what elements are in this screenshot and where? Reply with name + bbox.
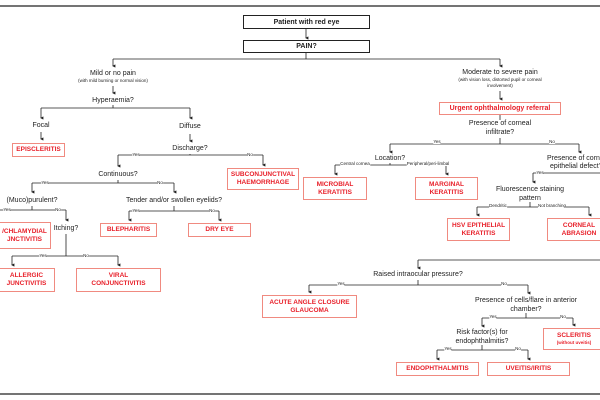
mucopurulent-question: (Muco)purulent? bbox=[6, 197, 58, 204]
infiltrate-question-2: infiltrate? bbox=[485, 129, 515, 136]
mild-pain-node: Mild or no pain bbox=[90, 70, 136, 77]
pain-question-node: PAIN? bbox=[243, 40, 370, 53]
edge-label-yes: Yes bbox=[132, 208, 140, 213]
allergic-line2: JUNCTIVITIS bbox=[6, 280, 47, 287]
edge-label-yes: Yes bbox=[39, 253, 47, 258]
discharge-question: Discharge? bbox=[172, 145, 208, 152]
diagnosis-endophthalmitis: ENDOPHTHALMITIS bbox=[396, 362, 479, 376]
edge-label-yes: Yes bbox=[337, 281, 345, 286]
risk-factors-question-1: Risk factor(s) for bbox=[456, 329, 508, 336]
edge-label-no: No bbox=[247, 152, 253, 157]
microbial-line1: MICROBIAL bbox=[316, 180, 354, 188]
marginal-line2: KERATITIS bbox=[429, 188, 464, 196]
diagnosis-episcleritis: EPISCLERITIS bbox=[12, 143, 65, 157]
risk-factors-question-2: endophthalmitis? bbox=[455, 338, 509, 345]
fluorescence-question-2: pattern bbox=[519, 195, 541, 202]
fluorescence-question-1: Fluorescence staining bbox=[495, 186, 565, 193]
viral-line1: VIRAL bbox=[108, 272, 129, 279]
marginal-line1: MARGINAL bbox=[428, 180, 465, 188]
viral-line2: CONJUNCTIVITIS bbox=[91, 280, 146, 287]
continuous-question: Continuous? bbox=[98, 171, 138, 178]
severe-pain-subtitle-1: (with vision loss, distorted pupil or co… bbox=[458, 77, 542, 82]
urgent-referral-text: Urgent ophthalmology referral bbox=[449, 104, 551, 112]
epithelial-defect-question-1: Presence of corne bbox=[547, 155, 600, 162]
microbial-line2: KERATITIS bbox=[318, 188, 352, 196]
edge-label-no: No bbox=[549, 139, 555, 144]
iop-question: Raised intraocular pressure? bbox=[373, 271, 463, 278]
cells-flare-question-2: chamber? bbox=[510, 306, 542, 313]
hyperaemia-question: Hyperaemia? bbox=[92, 97, 134, 104]
subconj-line2: HAEMORRHAGE bbox=[236, 179, 290, 186]
cells-flare-question-1: Presence of cells/flare in anterior bbox=[475, 297, 577, 304]
edge-label-no: No bbox=[515, 346, 521, 351]
edge-label-yes: Yes bbox=[41, 180, 49, 185]
infiltrate-question-1: Presence of corneal bbox=[468, 120, 532, 127]
epithelial-defect-question-2: epithelial defect? bbox=[550, 163, 600, 170]
edge-label-no: No bbox=[55, 207, 61, 212]
urgent-referral-node: Urgent ophthalmology referral bbox=[439, 102, 561, 115]
edge-label-no: No bbox=[560, 314, 566, 319]
glaucoma-line1: ACUTE ANGLE CLOSURE bbox=[269, 298, 350, 306]
edge-label-yes: Yes bbox=[132, 152, 140, 157]
dry-eye-text: DRY EYE bbox=[205, 226, 234, 233]
diagnosis-scleritis: SCLERITIS(without uveitis) bbox=[543, 328, 600, 350]
scleritis-line2: (without uveitis) bbox=[556, 340, 592, 345]
diffuse-label: Diffuse bbox=[179, 123, 201, 130]
start-text: Patient with red eye bbox=[273, 18, 340, 26]
abrasion-line2: ABRASION bbox=[561, 229, 597, 237]
pain-question-text: PAIN? bbox=[296, 43, 317, 50]
location-question: Location? bbox=[374, 155, 406, 162]
focal-label: Focal bbox=[32, 122, 50, 129]
eyelids-question: Tender and/or swollen eyelids? bbox=[125, 197, 223, 204]
chlamydial-line1: /CHLAMYDIAL bbox=[2, 227, 47, 235]
severe-pain-node: Moderate to severe pain bbox=[462, 69, 538, 76]
glaucoma-line2: GLAUCOMA bbox=[290, 306, 329, 314]
edge-label-yes: Yes bbox=[444, 346, 452, 351]
itching-question: Itching? bbox=[53, 225, 79, 232]
edge-label-central-cornea: Central cornea bbox=[340, 161, 370, 166]
edge-label-yes: Yes bbox=[536, 170, 544, 175]
edge-label-not-branching: Not branching bbox=[537, 203, 567, 208]
edge-label-no: No bbox=[157, 180, 163, 185]
edge-label-no: No bbox=[501, 281, 507, 286]
scleritis-line1: SCLERITIS bbox=[557, 332, 591, 339]
edge-label-yes: Yes bbox=[3, 207, 11, 212]
hsv-line2: KERATITIS bbox=[461, 229, 496, 237]
diagnosis-blepharitis: BLEPHARITIS bbox=[100, 223, 157, 237]
diagnosis-uveitis-iritis: UVEITIS/IRITIS bbox=[487, 362, 570, 376]
allergic-line1: ALLERGIC bbox=[9, 272, 44, 279]
hsv-line1: HSV EPITHELIAL bbox=[451, 221, 506, 229]
edge-label-yes: Yes bbox=[433, 139, 441, 144]
edge-label-no: No bbox=[83, 253, 89, 258]
edge-label-dendritic: Dendritic bbox=[489, 203, 507, 208]
abrasion-line1: CORNEAL bbox=[562, 221, 596, 229]
subconj-line1: SUBCONJUNCTIVAL bbox=[230, 171, 296, 178]
mild-pain-subtitle: (with mild burning or normal vision) bbox=[78, 78, 148, 83]
uveitis-text: UVEITIS/IRITIS bbox=[505, 365, 552, 372]
diagnosis-dry-eye: DRY EYE bbox=[188, 223, 251, 237]
endophthalmitis-text: ENDOPHTHALMITIS bbox=[406, 365, 469, 372]
edge-label-yes: Yes bbox=[489, 314, 497, 319]
episcleritis-text: EPISCLERITIS bbox=[16, 146, 61, 153]
edge-label-no: No bbox=[209, 208, 215, 213]
edge-label-peripheral: Peripheral/peri-limbal bbox=[406, 161, 450, 166]
start-node: Patient with red eye bbox=[243, 15, 370, 29]
blepharitis-text: BLEPHARITIS bbox=[106, 226, 151, 233]
severe-pain-subtitle-2: involvement) bbox=[487, 83, 513, 88]
chlamydial-line2: JNCTIVITIS bbox=[6, 235, 43, 243]
